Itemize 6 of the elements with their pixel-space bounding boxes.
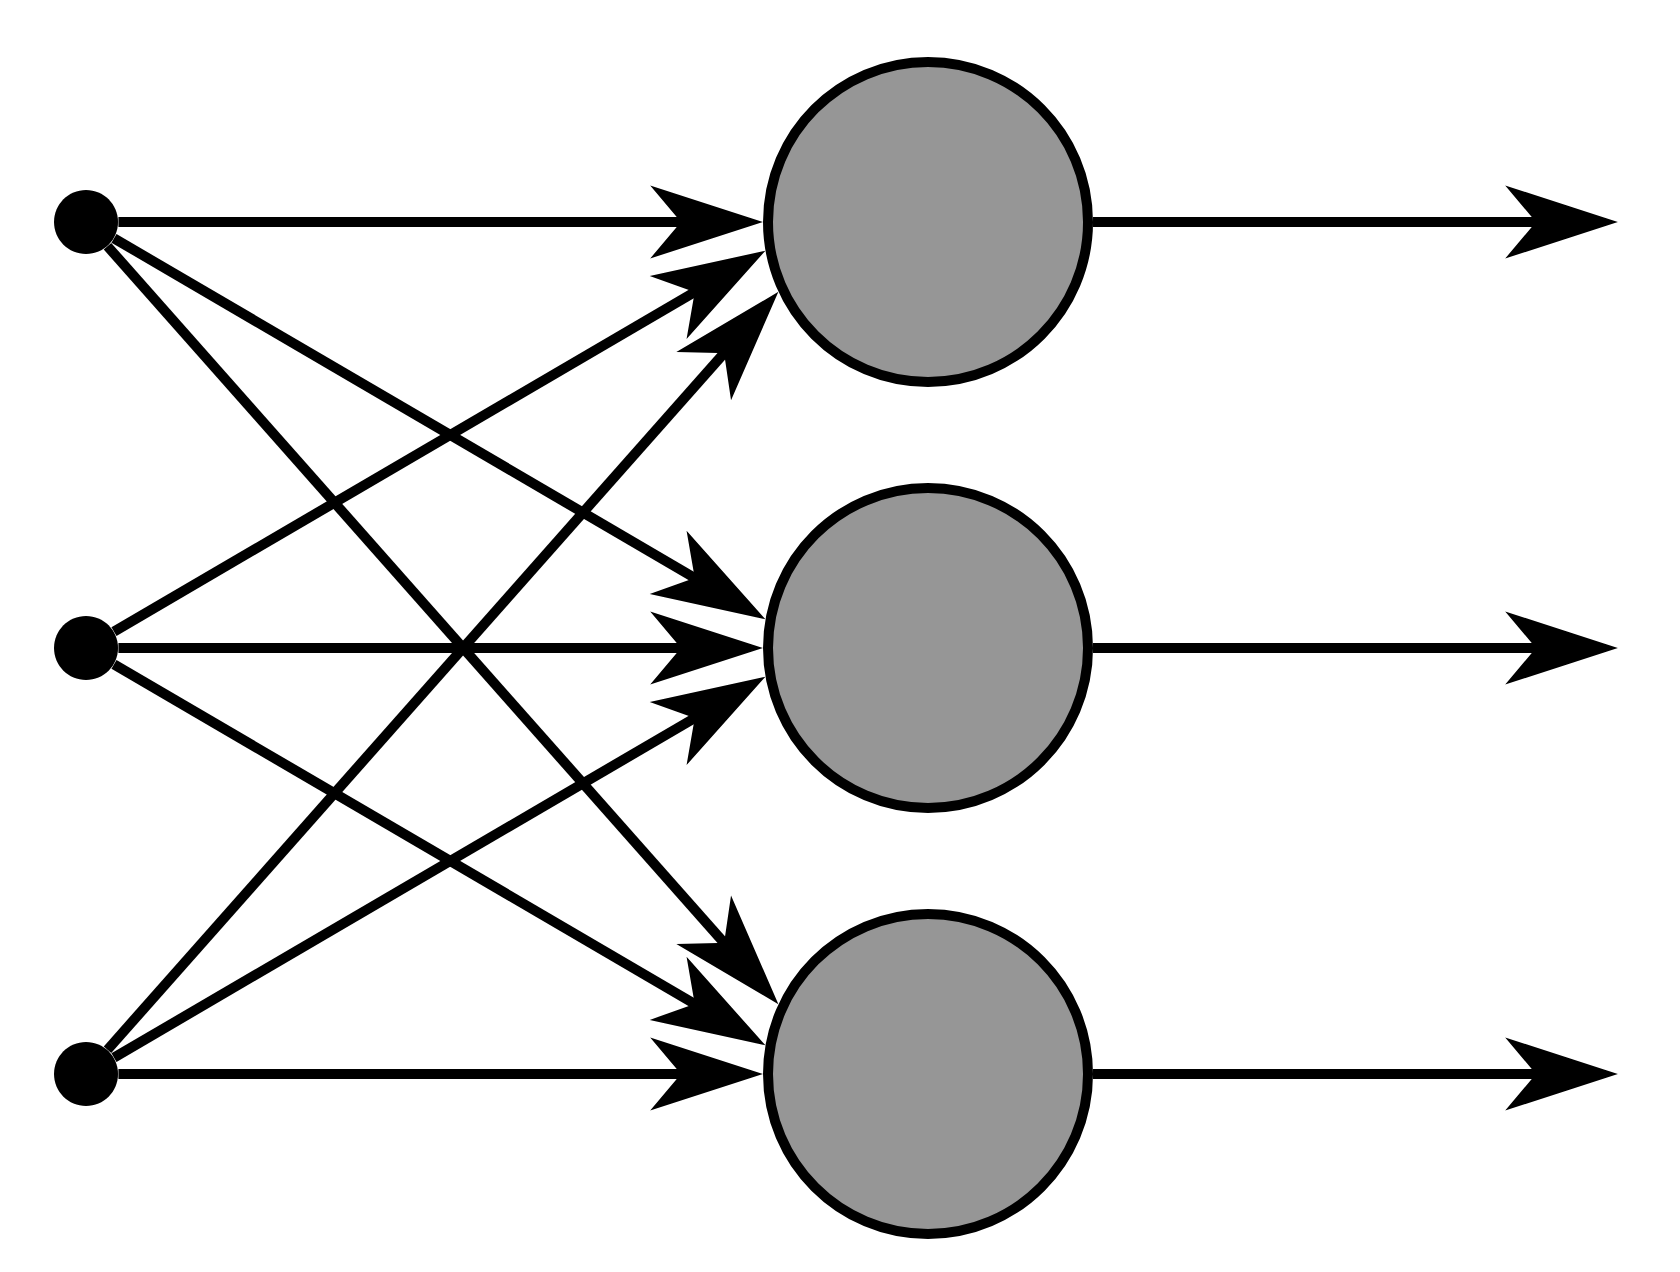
input-dot <box>54 615 118 680</box>
input-dot <box>54 1041 118 1106</box>
input-dot <box>54 189 118 254</box>
neuron-circle <box>763 482 1093 813</box>
neuron-circle <box>763 908 1093 1239</box>
neuron-circle <box>763 57 1093 387</box>
